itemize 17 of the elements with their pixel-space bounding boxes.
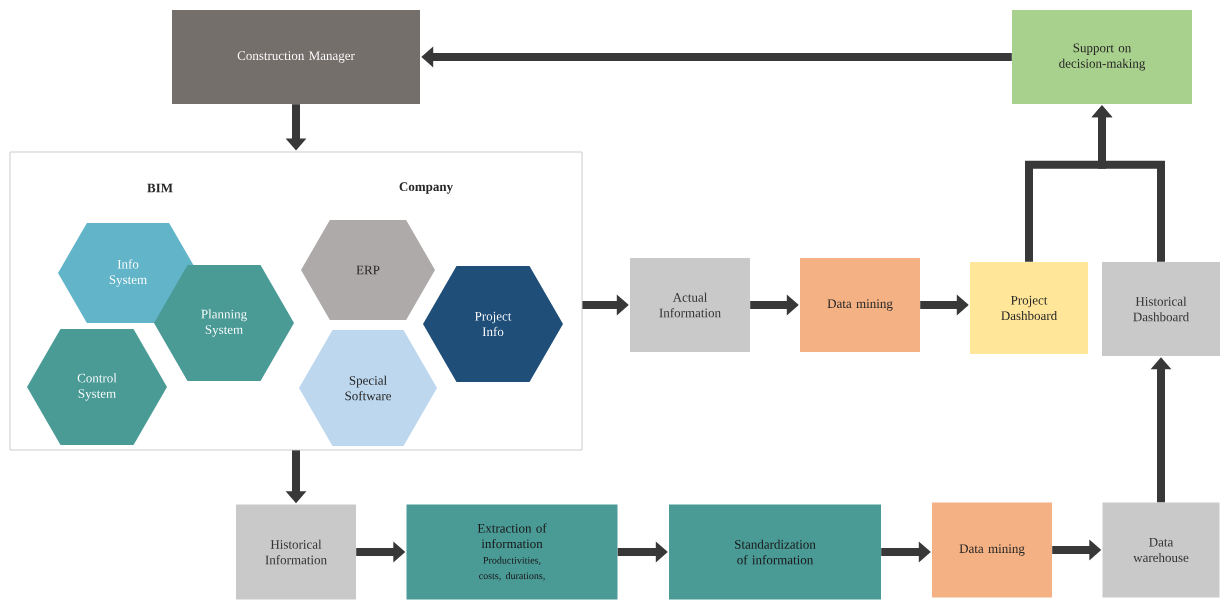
process-box: Historical Information <box>236 504 356 600</box>
hexagon: ERP <box>301 220 435 320</box>
hexagon: Project Info <box>423 266 563 382</box>
process-box: Standardization of information <box>669 504 881 600</box>
process-box: Actual Information <box>630 258 750 352</box>
process-box: Data warehouse <box>1102 502 1220 598</box>
process-box: Data mining <box>800 258 920 352</box>
hexagon: Control System <box>27 329 167 445</box>
process-box: Historical Dashboard <box>1102 262 1220 356</box>
process-box: Data mining <box>932 502 1052 598</box>
hexagon: Planning System <box>154 265 294 381</box>
process-box: Construction Manager <box>172 10 420 104</box>
hexagon: Special Software <box>299 330 437 446</box>
process-box: Extraction of information Productivities, costs, durations, <box>406 504 618 600</box>
hexagon: Info System <box>58 223 198 323</box>
process-box: Project Dashboard <box>970 262 1088 354</box>
process-box: Support on decision-making <box>1012 10 1192 104</box>
